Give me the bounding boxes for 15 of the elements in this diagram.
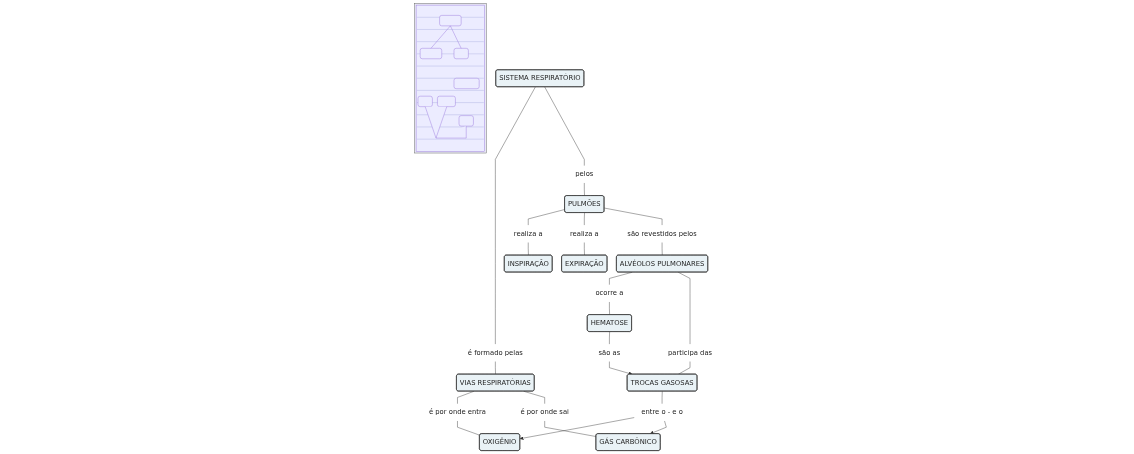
connector <box>678 272 691 345</box>
connector <box>584 242 586 256</box>
connector <box>544 420 597 437</box>
connector <box>457 420 481 436</box>
connector <box>544 86 585 166</box>
connector <box>662 242 663 256</box>
connector <box>604 207 663 226</box>
connector <box>678 361 691 375</box>
connector <box>495 86 536 345</box>
connector <box>528 242 529 256</box>
connector <box>528 209 566 226</box>
connector <box>495 361 497 375</box>
connector <box>609 331 611 345</box>
connector <box>584 212 586 226</box>
connector <box>662 391 663 405</box>
